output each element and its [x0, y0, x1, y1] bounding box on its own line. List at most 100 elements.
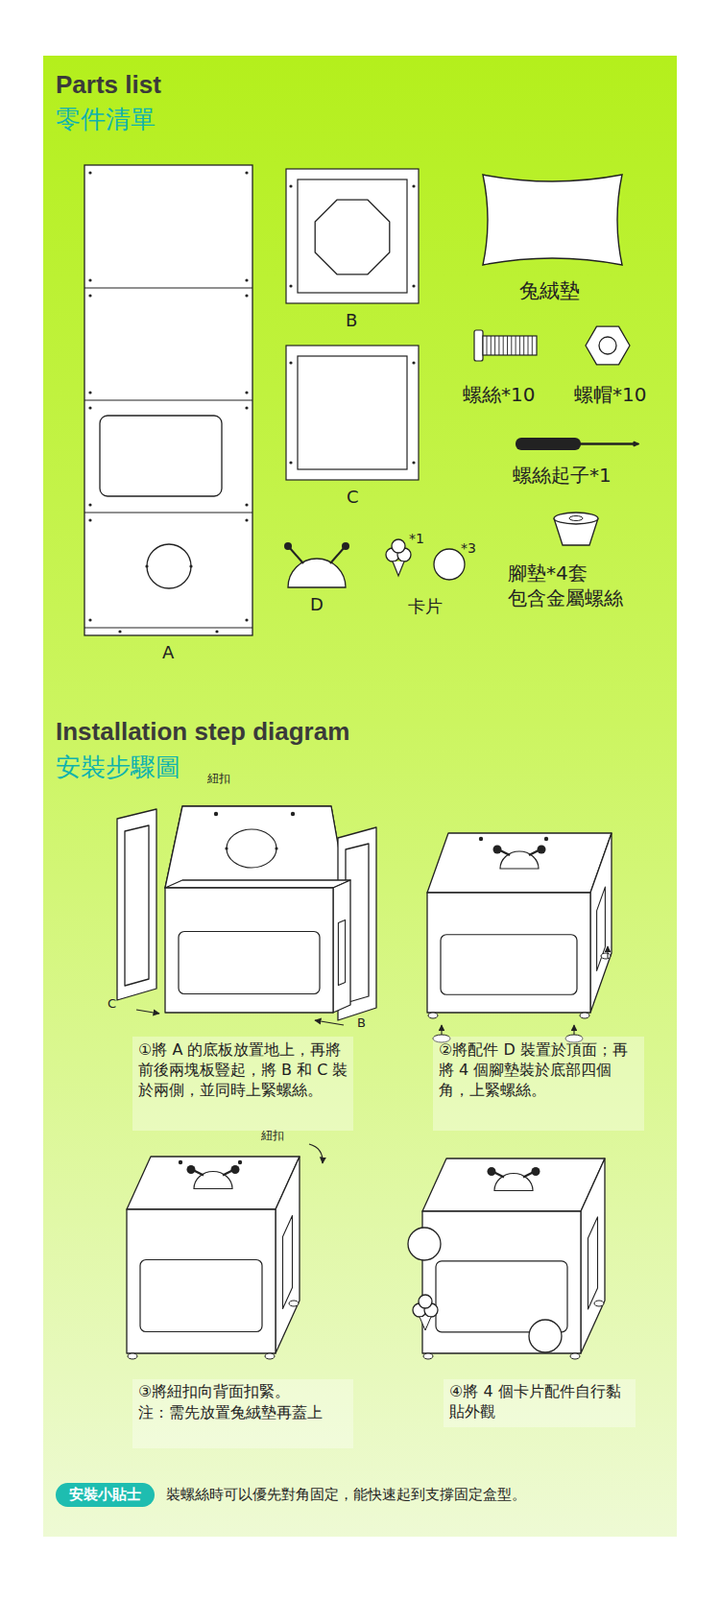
- step-text: ②將配件 D 裝置於頂面；再將 4 個腳墊裝於底部四個角，上緊螺絲。: [438, 1040, 641, 1101]
- illustration-stroke: [419, 1317, 432, 1331]
- illustration-stroke: [275, 1156, 300, 1354]
- illustration-stroke: [432, 1036, 645, 1131]
- illustration-stroke: [579, 1012, 590, 1019]
- illustration-stroke: [88, 618, 92, 622]
- illustration-stroke: [490, 336, 492, 356]
- illustration-stroke: [117, 806, 377, 1026]
- illustration-stroke: [165, 880, 351, 888]
- illustration-stroke: [503, 336, 504, 356]
- part-letter: B: [345, 309, 358, 332]
- illustration-stroke: [427, 833, 612, 1043]
- illustration-stroke: [99, 415, 222, 497]
- illustration-stroke: [482, 174, 623, 265]
- section-title: 零件清單: [55, 103, 156, 137]
- note-text: 注：需先放置兔絨墊再蓋上: [138, 1403, 340, 1424]
- illustration-stroke: [510, 336, 512, 356]
- illustration-stroke: [428, 1012, 438, 1019]
- illustration-stroke: [440, 935, 577, 996]
- illustration-stroke: [411, 360, 415, 364]
- illustration-stroke: [84, 165, 253, 636]
- part-letter: C: [346, 485, 360, 508]
- tip-text: 裝螺絲時可以優先對角固定，能快速起到支撐固定盒型。: [166, 1486, 527, 1506]
- illustration-stroke: [309, 1144, 323, 1164]
- illustration-stroke: [314, 1020, 344, 1026]
- illustration-stroke: [493, 845, 503, 855]
- illustration-stroke: [288, 284, 292, 288]
- illustration-stroke: [214, 812, 218, 816]
- illustration-stroke: [165, 806, 346, 888]
- illustration-stroke: [288, 460, 292, 464]
- illustration-stroke: [391, 539, 406, 553]
- illustration-stroke: [136, 1009, 160, 1014]
- illustration-stroke: [506, 336, 508, 356]
- illustration-stroke: [215, 629, 218, 633]
- illustration-stroke: [570, 1353, 580, 1360]
- step-text: ①將 A 的底板放置地上，再將前後兩塊板豎起，將 B 和 C 裝於兩側，並同時上…: [138, 1040, 350, 1101]
- quantity: *1: [408, 529, 425, 548]
- illustration-stroke: [585, 326, 630, 365]
- illustration-stroke: [126, 1144, 323, 1360]
- illustration-stroke: [418, 1295, 432, 1309]
- illustration-stroke: [244, 390, 248, 394]
- illustration-stroke: [187, 1165, 196, 1175]
- illustration-stroke: [594, 1300, 604, 1307]
- illustration-stroke: [341, 542, 350, 551]
- illustration-stroke: [264, 1353, 275, 1360]
- illustration-stroke: [126, 1209, 276, 1354]
- illustration-stroke: [231, 1165, 240, 1175]
- part-name: 紐扣: [261, 1128, 285, 1145]
- illustration-stroke: [226, 829, 277, 868]
- illustration-stroke: [288, 1300, 299, 1307]
- part-name: 紐扣: [207, 771, 231, 788]
- illustration-stroke: [553, 512, 599, 525]
- illustration-stroke: [284, 542, 292, 551]
- illustration-stroke: [286, 345, 419, 480]
- illustration-stroke: [606, 946, 608, 959]
- illustration-stroke: [578, 442, 634, 446]
- illustration-stroke: [588, 1217, 599, 1310]
- illustration-stroke: [498, 336, 500, 356]
- illustration-stroke: [474, 330, 483, 361]
- quantity: *3: [460, 539, 477, 557]
- part-name: 螺絲起子*1: [512, 462, 612, 488]
- illustration-stroke: [422, 1158, 605, 1212]
- illustration-stroke: [486, 336, 488, 356]
- illustration-stroke: [244, 293, 248, 297]
- illustration-stroke: [88, 390, 92, 394]
- illustration-stroke: [633, 441, 640, 447]
- tip-badge: 安裝小貼士: [55, 1483, 155, 1508]
- illustration-stroke: [487, 1167, 497, 1176]
- illustration-stroke: [117, 809, 157, 1001]
- illustration-stroke: [132, 1379, 354, 1449]
- part-name: 螺帽*10: [574, 382, 647, 408]
- illustration-stroke: [126, 1156, 300, 1210]
- illustration-stroke: [519, 336, 521, 356]
- illustration-stroke: [88, 278, 92, 282]
- illustration-stroke: [244, 278, 248, 282]
- illustration-stroke: [515, 437, 581, 451]
- illustration-stroke: [178, 932, 320, 995]
- illustration-stroke: [88, 518, 92, 522]
- illustration-stroke: [531, 336, 533, 356]
- illustration-stroke: [244, 518, 248, 522]
- illustration-stroke: [288, 184, 292, 188]
- illustration-stroke: [88, 406, 92, 409]
- illustration-stroke: [297, 356, 408, 470]
- illustration-stroke: [599, 336, 617, 355]
- illustration-stroke: [433, 549, 465, 580]
- illustration-stroke: [494, 336, 496, 356]
- illustration-stroke: [479, 837, 483, 841]
- illustration-stroke: [127, 1353, 138, 1360]
- step-text: ④將 4 個卡片配件自行黏貼外觀: [449, 1382, 632, 1423]
- illustration-stroke: [274, 846, 278, 850]
- illustration-stroke: [88, 293, 92, 297]
- part-name: 螺絲*10: [462, 382, 535, 408]
- illustration-stroke: [297, 179, 408, 293]
- part-letter: D: [310, 593, 324, 616]
- illustration-stroke: [286, 168, 419, 304]
- illustration-stroke: [330, 547, 345, 564]
- part-letter: C: [107, 996, 117, 1013]
- illustration-stroke: [244, 406, 248, 409]
- illustration-stroke: [537, 845, 547, 855]
